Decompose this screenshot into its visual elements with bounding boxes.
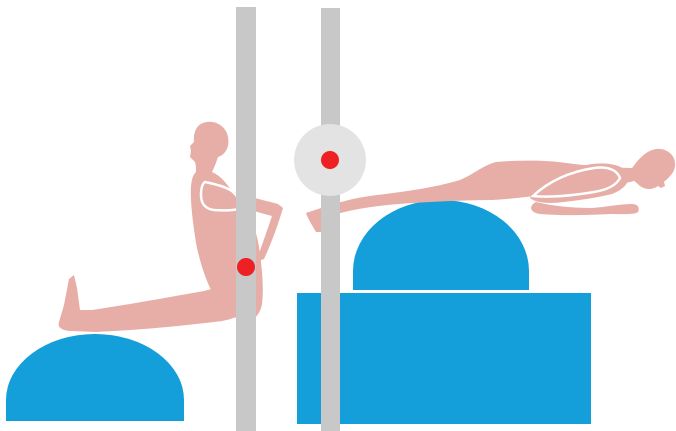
right-pole — [321, 8, 340, 431]
right-figure-head — [628, 149, 675, 189]
left-figure-head — [190, 122, 228, 174]
right-red-dot-icon — [321, 151, 339, 169]
left-red-dot-icon — [237, 258, 255, 276]
right-figure-arm — [531, 202, 639, 215]
right-box — [297, 293, 591, 424]
left-pole — [236, 7, 256, 431]
right-dome — [353, 200, 529, 290]
left-half-dome — [6, 334, 184, 421]
